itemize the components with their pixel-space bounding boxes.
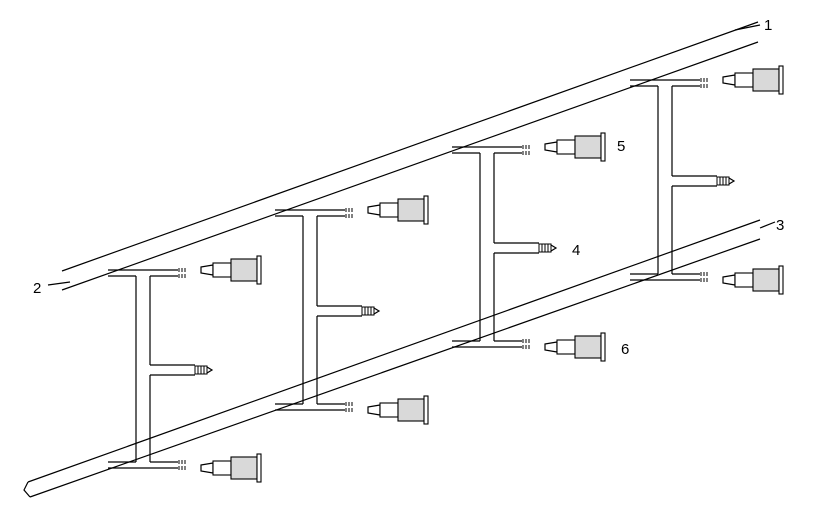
frame-4-top-fastener-head xyxy=(778,65,784,95)
frame-2-web-fastener xyxy=(361,306,381,316)
frame-3-web-fastener xyxy=(538,243,558,253)
label-rail-bottom: 3 xyxy=(776,217,784,234)
frame-1-bottom-fastener-shank xyxy=(212,460,232,476)
frame-2-web-fastener-tip xyxy=(373,307,381,315)
frame-3-top-fastener-tip xyxy=(544,141,558,153)
lower-rail-group xyxy=(23,219,761,498)
frame-3-bottom-fastener xyxy=(544,332,606,362)
upper-rail-group xyxy=(61,21,759,291)
leader-line-3 xyxy=(759,221,776,229)
frame-1-top-fastener-head xyxy=(256,255,262,285)
frame-1-top-flange xyxy=(108,268,186,278)
frame-1-top-fastener-body xyxy=(230,258,258,282)
frame-4-top-fastener-body xyxy=(752,68,780,92)
frame-2-top-fastener xyxy=(367,195,429,225)
leader-line-1 xyxy=(734,24,761,31)
frame-1-bottom-flange xyxy=(108,460,186,470)
frame-4-top-fastener xyxy=(722,65,784,95)
frame-4-top-fastener-shank xyxy=(734,72,754,88)
frame-3-top-fastener xyxy=(544,132,606,162)
rail-top-lower-line xyxy=(61,41,759,291)
frame-1-top-fastener-shank xyxy=(212,262,232,278)
frame-2-bottom-fastener-shank xyxy=(379,402,399,418)
frame-1-bottom-fastener-head xyxy=(256,453,262,483)
frame-3-top-fastener-body xyxy=(574,135,602,159)
label-rail-top-lower: 2 xyxy=(33,280,41,297)
frame-1-web-fastener xyxy=(194,365,214,375)
frame-2-bottom-fastener-head xyxy=(423,395,429,425)
frames-group xyxy=(108,65,784,483)
frame-1 xyxy=(108,255,262,483)
frame-4-web-fastener xyxy=(716,176,736,186)
rail-bottom-end-cap xyxy=(23,481,31,498)
frame-4-top-flange xyxy=(630,78,708,88)
frame-1-bottom-fastener-tip xyxy=(200,462,214,474)
label-bottom-flange-stiffener: 6 xyxy=(621,341,629,358)
frame-3-bottom-fastener-shank xyxy=(556,339,576,355)
frame-3-bottom-fastener-head xyxy=(600,332,606,362)
frame-4-bottom-fastener-tip xyxy=(722,274,736,286)
label-rail-top-upper: 1 xyxy=(764,17,772,34)
frame-2-top-fastener-body xyxy=(397,198,425,222)
frame-2-bottom-flange xyxy=(275,402,353,412)
frame-2-top-fastener-shank xyxy=(379,202,399,218)
frame-2-bottom-fastener xyxy=(367,395,429,425)
leader-lines xyxy=(47,24,776,286)
rail-bottom-lower-line xyxy=(29,238,761,498)
frame-4-bottom-fastener-shank xyxy=(734,272,754,288)
frame-1-top-fastener-tip xyxy=(200,264,214,276)
frame-3 xyxy=(452,132,606,362)
frame-3-top-fastener-shank xyxy=(556,139,576,155)
frame-4 xyxy=(630,65,784,295)
frame-1-top-fastener xyxy=(200,255,262,285)
rail-top-upper-line xyxy=(61,21,759,272)
frame-3-web-fastener-tip xyxy=(550,244,558,252)
label-top-flange-stiffener: 5 xyxy=(617,138,625,155)
rail-bottom-upper-line xyxy=(27,219,761,483)
frame-2 xyxy=(275,195,429,425)
frame-1-bottom-fastener xyxy=(200,453,262,483)
frame-1-bottom-fastener-body xyxy=(230,456,258,480)
frame-4-bottom-fastener-body xyxy=(752,268,780,292)
frame-4-web-fastener-tip xyxy=(728,177,736,185)
frame-2-bottom-fastener-body xyxy=(397,398,425,422)
frame-3-top-flange xyxy=(452,145,530,155)
frame-2-top-flange xyxy=(275,208,353,218)
leader-line-2 xyxy=(47,281,71,286)
frame-3-bottom-flange xyxy=(452,339,530,349)
frame-3-bottom-fastener-tip xyxy=(544,341,558,353)
frame-4-bottom-fastener xyxy=(722,265,784,295)
frame-2-top-fastener-head xyxy=(423,195,429,225)
frame-1-web-fastener-tip xyxy=(206,366,214,374)
frame-3-top-fastener-head xyxy=(600,132,606,162)
frame-4-bottom-fastener-head xyxy=(778,265,784,295)
frame-2-top-fastener-tip xyxy=(367,204,381,216)
frame-2-bottom-fastener-tip xyxy=(367,404,381,416)
frame-4-top-fastener-tip xyxy=(722,74,736,86)
frame-4-bottom-flange xyxy=(630,272,708,282)
label-web-stiffener: 4 xyxy=(572,242,580,259)
frame-3-bottom-fastener-body xyxy=(574,335,602,359)
